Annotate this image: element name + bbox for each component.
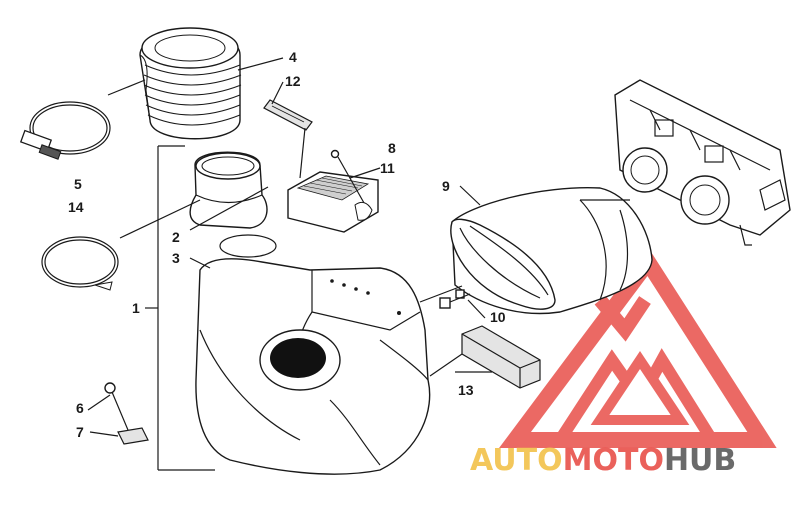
callout-9: 9 <box>442 178 450 194</box>
watermark-logo <box>499 247 777 448</box>
hose-clamp-bottom <box>41 236 119 291</box>
connector <box>439 289 471 309</box>
hose-clamp-top <box>19 101 111 160</box>
airbox-housing <box>195 258 431 475</box>
bellows-boot <box>139 27 242 140</box>
screw <box>330 149 373 221</box>
throttle-body-assembly <box>614 79 791 246</box>
callout-10: 10 <box>490 309 506 325</box>
strap <box>263 99 313 131</box>
decal-plate <box>287 171 379 233</box>
foam-block <box>461 325 541 389</box>
callout-11: 11 <box>380 160 395 176</box>
callout-14: 14 <box>68 199 84 215</box>
callout-5: 5 <box>74 176 82 192</box>
callout-2: 2 <box>172 229 180 245</box>
intake-adapter <box>189 151 277 258</box>
grommet <box>104 382 116 394</box>
callout-3: 3 <box>172 250 180 266</box>
watermark-text: AUTOMOTOHUB <box>470 443 736 478</box>
svg-text:AUTOMOTOHUB: AUTOMOTOHUB <box>470 443 736 478</box>
bracket <box>111 391 149 445</box>
watermark-moto: MOTO <box>563 443 664 478</box>
leader-lines <box>87 57 630 471</box>
callout-4: 4 <box>289 49 297 65</box>
intake-duct <box>450 187 653 315</box>
callout-13: 13 <box>458 382 474 398</box>
watermark-auto: AUTO <box>470 443 563 478</box>
callout-12: 12 <box>285 73 301 89</box>
callout-labels: 1 2 3 4 5 6 7 8 9 10 11 12 13 14 <box>68 49 506 440</box>
callout-6: 6 <box>76 400 84 416</box>
callout-1: 1 <box>132 300 140 316</box>
callout-7: 7 <box>76 424 84 440</box>
callout-8: 8 <box>388 140 396 156</box>
watermark-hub: HUB <box>664 443 736 478</box>
